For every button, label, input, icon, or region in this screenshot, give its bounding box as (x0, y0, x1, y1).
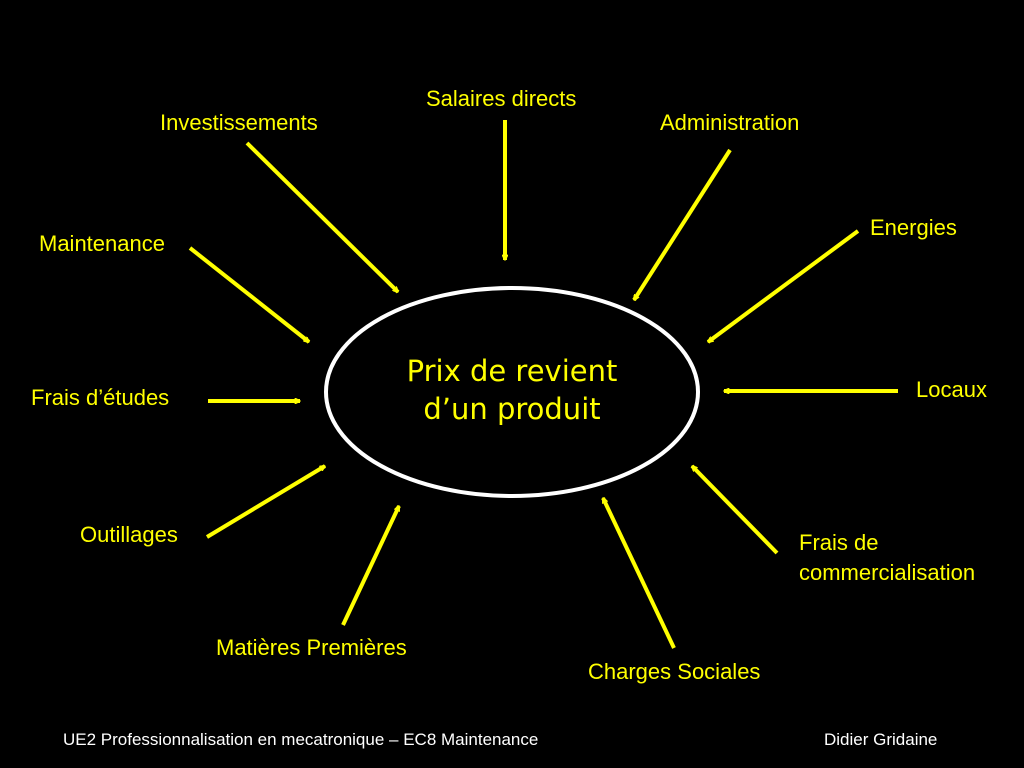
arrow-frais-commercialisation (690, 464, 779, 555)
arrow-maintenance (188, 246, 309, 344)
label-investissements: Investissements (160, 110, 318, 135)
arrow-investissements (245, 141, 400, 294)
center-title-line1: Prix de revient (406, 354, 618, 388)
label-frais-commercialisation-2: commercialisation (799, 560, 976, 585)
center-title: Prix de revient d’un produit (362, 352, 662, 428)
label-charges-sociales: Charges Sociales (588, 659, 761, 684)
center-ellipse (324, 286, 700, 498)
arrow-administration (632, 148, 732, 300)
arrow-charges-sociales (601, 498, 676, 649)
label-matieres-premieres: Matières Premières (216, 635, 407, 660)
center-title-line2: d’un produit (423, 392, 601, 426)
label-frais-commercialisation-1: Frais de (799, 530, 879, 555)
footer-course: UE2 Professionnalisation en mecatronique… (63, 730, 539, 749)
label-outillages: Outillages (80, 522, 178, 547)
arrow-energies (708, 229, 860, 344)
label-salaires-directs: Salaires directs (426, 86, 577, 111)
arrow-outillages (205, 464, 325, 539)
label-maintenance: Maintenance (39, 231, 165, 256)
label-locaux: Locaux (916, 377, 987, 402)
arrow-matieres-premieres (341, 506, 401, 626)
footer-author: Didier Gridaine (824, 730, 938, 749)
label-administration: Administration (660, 110, 800, 135)
label-energies: Energies (870, 215, 957, 240)
label-frais-etudes: Frais d’études (31, 385, 170, 410)
